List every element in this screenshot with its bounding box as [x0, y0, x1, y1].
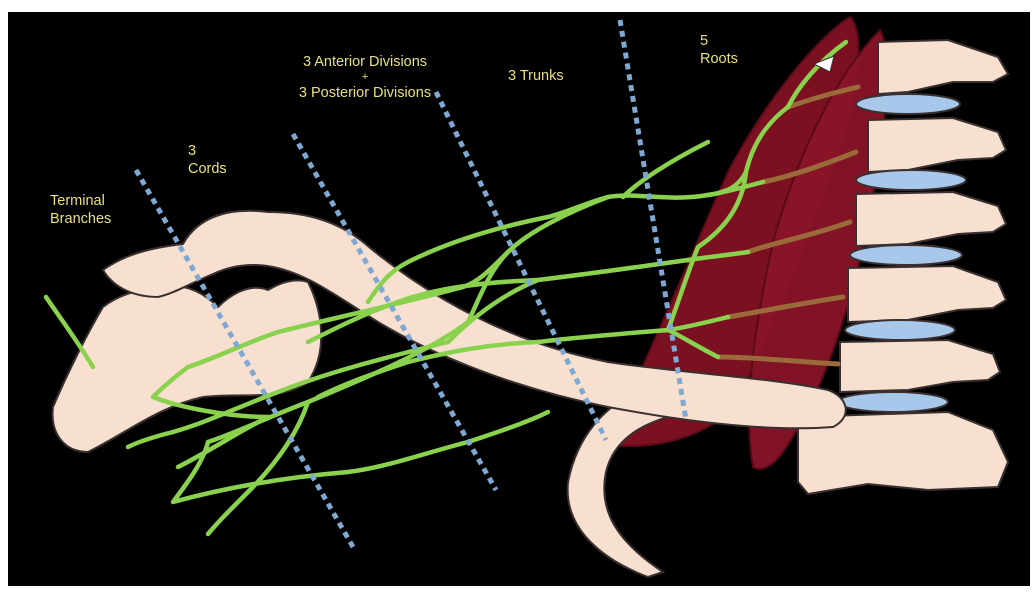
vertebra-t1 [840, 340, 1000, 392]
label-divisions-line2: + [280, 71, 450, 84]
disc-2 [856, 170, 966, 190]
label-cords-line2: Cords [188, 160, 227, 178]
terminal-branch-7 [348, 412, 548, 472]
label-terminal-line1: Terminal [50, 192, 111, 210]
label-roots-line1: 5 [700, 32, 738, 50]
label-cords-line1: 3 [188, 142, 227, 160]
diagram-canvas [8, 12, 1030, 586]
brachial-plexus-diagram: Terminal Branches 3 Cords 3 Anterior Div… [8, 12, 1030, 586]
terminal-branch-5 [173, 442, 348, 502]
vertebra-c7 [848, 266, 1006, 322]
label-trunks: 3 Trunks [508, 67, 564, 85]
label-terminal-branches: Terminal Branches [50, 192, 111, 228]
terminal-branch-3 [128, 432, 173, 447]
label-divisions-line1: 3 Anterior Divisions [280, 53, 450, 71]
disc-1 [856, 94, 960, 114]
vertebra-c6 [856, 192, 1006, 246]
middle-trunk [538, 260, 688, 280]
upper-trunk-2 [623, 142, 708, 197]
vertebra-c5 [868, 118, 1006, 172]
disc-5 [838, 392, 948, 412]
label-divisions-line3: 3 Posterior Divisions [280, 84, 450, 102]
label-roots-line2: Roots [700, 50, 738, 68]
disc-3 [850, 245, 962, 265]
label-roots: 5 Roots [700, 32, 738, 68]
label-trunks-line1: 3 Trunks [508, 67, 564, 85]
label-terminal-line2: Branches [50, 210, 111, 228]
disc-4 [845, 320, 955, 340]
terminal-branch-1 [46, 297, 93, 367]
vertebra-c4 [878, 40, 1008, 94]
label-divisions: 3 Anterior Divisions + 3 Posterior Divis… [280, 53, 450, 102]
label-cords: 3 Cords [188, 142, 227, 178]
